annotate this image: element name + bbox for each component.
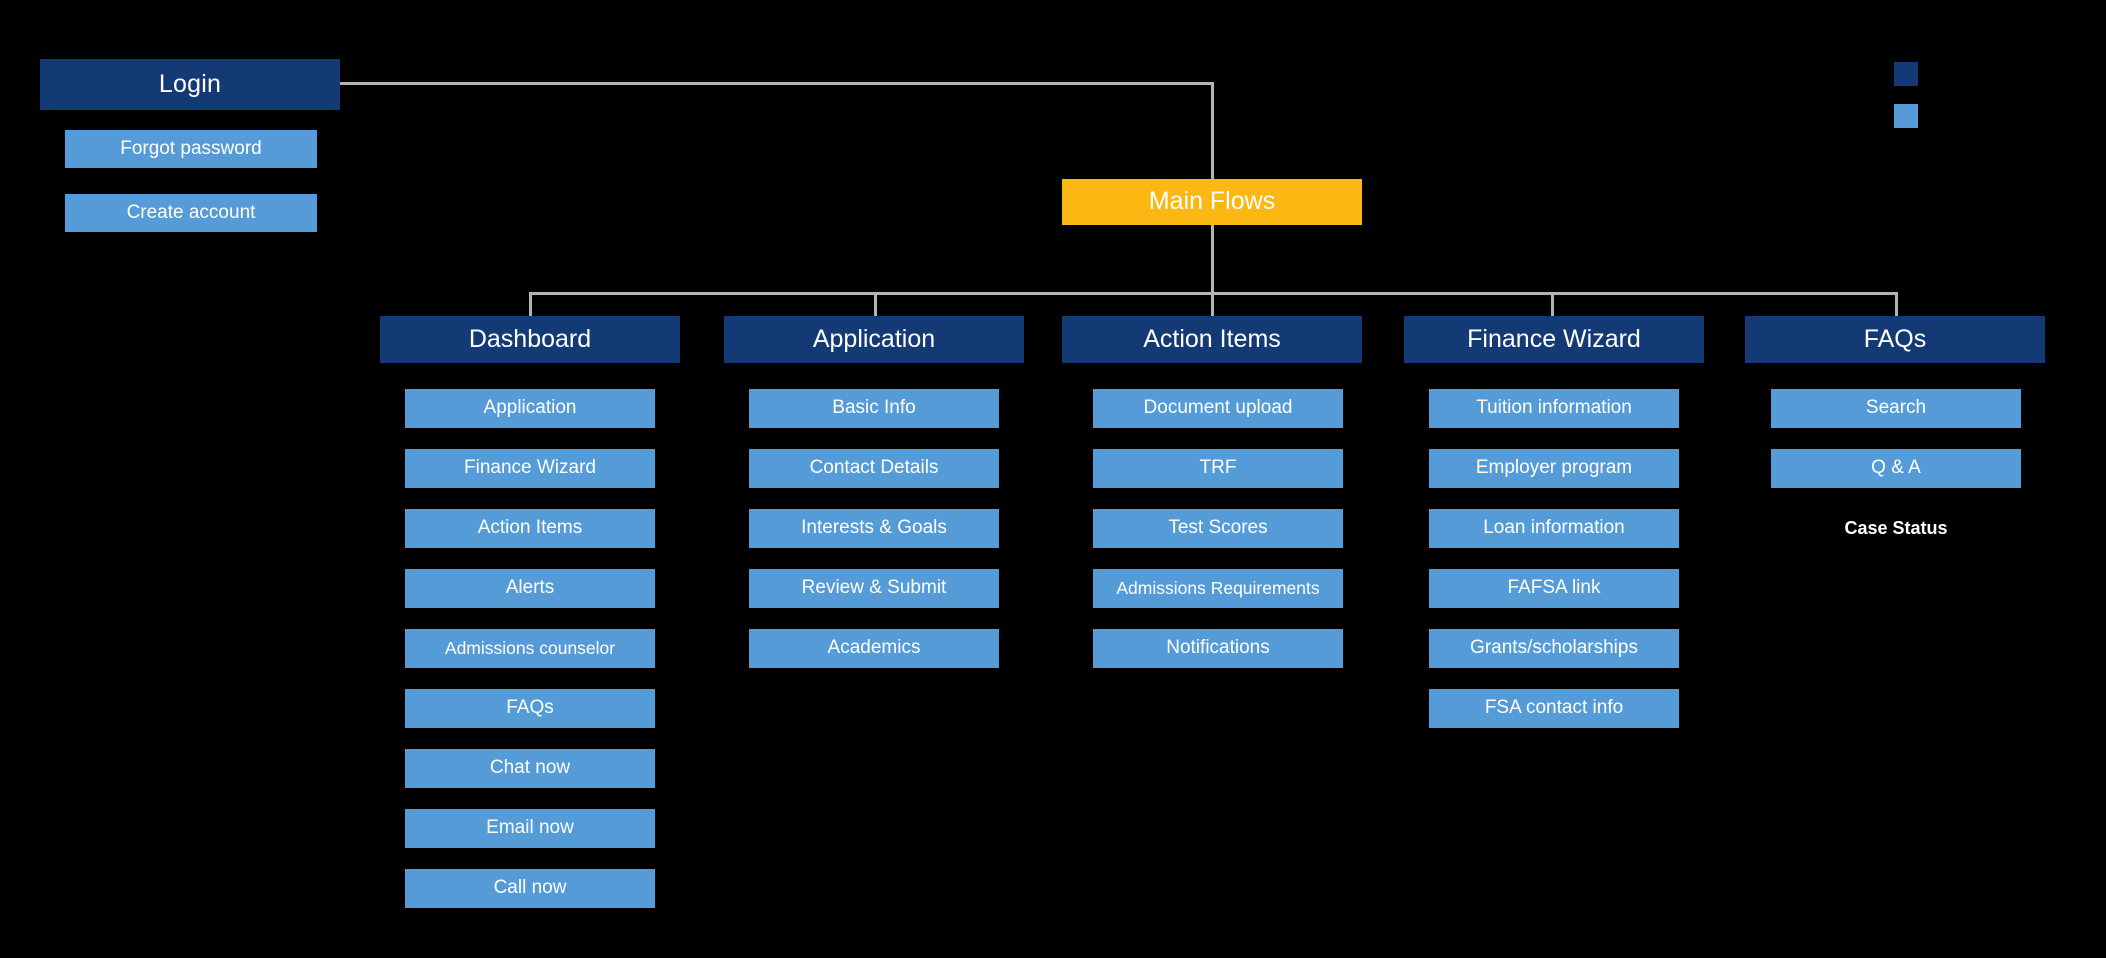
node-column-header-faqs[interactable]: FAQs [1745,316,2045,363]
node-finance-wizard-item-2[interactable]: Loan information [1429,509,1679,548]
node-create-account[interactable]: Create account [65,194,317,232]
connector-drop-dashboard [529,292,532,316]
node-action-items-item-3[interactable]: Admissions Requirements [1093,569,1343,608]
node-finance-wizard-item-3[interactable]: FAFSA link [1429,569,1679,608]
node-faqs-item-1[interactable]: Q & A [1771,449,2021,488]
node-dashboard-item-7[interactable]: Email now [405,809,655,848]
node-dashboard-item-8[interactable]: Call now [405,869,655,908]
connector-login-horizontal [340,82,1214,85]
node-action-items-item-4[interactable]: Notifications [1093,629,1343,668]
legend-swatch-primary [1894,62,1918,86]
node-faqs-item-0[interactable]: Search [1771,389,2021,428]
node-login[interactable]: Login [40,59,340,110]
node-dashboard-item-0[interactable]: Application [405,389,655,428]
connector-drop-application [874,292,877,316]
node-finance-wizard-item-5[interactable]: FSA contact info [1429,689,1679,728]
node-faqs-case-status: Case Status [1844,517,1948,538]
node-finance-wizard-item-0[interactable]: Tuition information [1429,389,1679,428]
node-application-item-3[interactable]: Review & Submit [749,569,999,608]
node-action-items-item-0[interactable]: Document upload [1093,389,1343,428]
node-finance-wizard-item-1[interactable]: Employer program [1429,449,1679,488]
node-column-header-dashboard[interactable]: Dashboard [380,316,680,363]
node-forgot-password[interactable]: Forgot password [65,130,317,168]
node-main-flows[interactable]: Main Flows [1062,179,1362,225]
node-dashboard-item-1[interactable]: Finance Wizard [405,449,655,488]
connector-drop-finance-wizard [1551,292,1554,316]
node-dashboard-item-2[interactable]: Action Items [405,509,655,548]
node-dashboard-item-4[interactable]: Admissions counselor [405,629,655,668]
node-column-header-finance-wizard[interactable]: Finance Wizard [1404,316,1704,363]
node-application-item-0[interactable]: Basic Info [749,389,999,428]
node-dashboard-item-5[interactable]: FAQs [405,689,655,728]
legend-swatch-secondary [1894,104,1918,128]
node-finance-wizard-item-4[interactable]: Grants/scholarships [1429,629,1679,668]
node-action-items-item-2[interactable]: Test Scores [1093,509,1343,548]
node-column-header-action-items[interactable]: Action Items [1062,316,1362,363]
connector-bus-horizontal [530,292,1898,295]
node-application-item-2[interactable]: Interests & Goals [749,509,999,548]
node-column-header-application[interactable]: Application [724,316,1024,363]
node-action-items-item-1[interactable]: TRF [1093,449,1343,488]
node-dashboard-item-6[interactable]: Chat now [405,749,655,788]
connector-drop-faqs [1895,292,1898,316]
node-dashboard-item-3[interactable]: Alerts [405,569,655,608]
connector-drop-action-items [1211,292,1214,316]
node-application-item-1[interactable]: Contact Details [749,449,999,488]
node-application-item-4[interactable]: Academics [749,629,999,668]
